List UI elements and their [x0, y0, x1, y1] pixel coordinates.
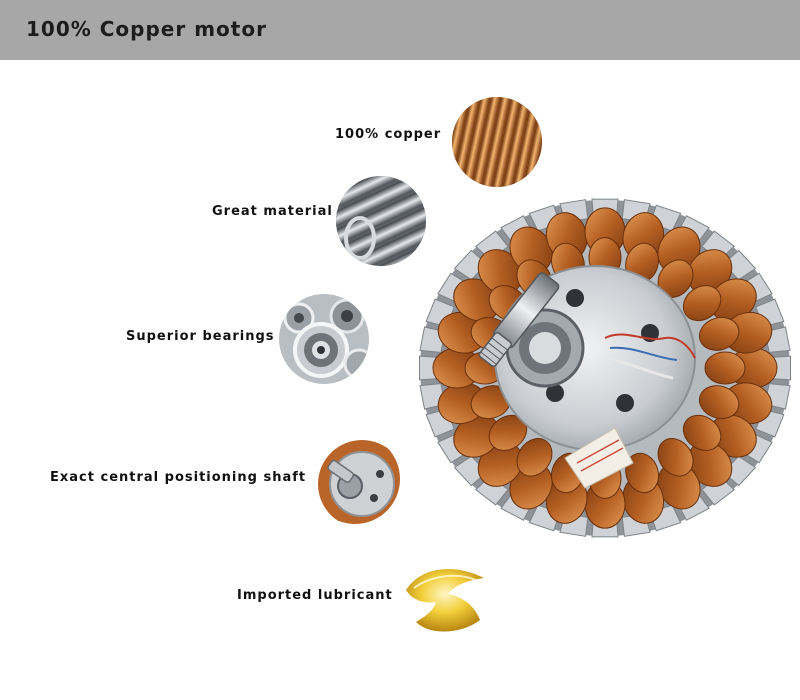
feature-label-bearings: Superior bearings: [126, 329, 275, 344]
inner-copper-coil: [704, 351, 746, 385]
inner-copper-coil: [682, 414, 722, 451]
inner-copper-coil: [625, 452, 660, 494]
feature-label-copper: 100% copper: [335, 127, 442, 142]
inner-copper-coil: [657, 438, 694, 477]
feature-label-shaft: Exact central positioning shaft: [50, 470, 307, 485]
inner-copper-coil: [682, 285, 722, 322]
stator-tooth: [722, 249, 757, 281]
feature-label-lubricant: Imported lubricant: [237, 588, 393, 603]
motor-stator-illustration: [405, 188, 800, 548]
motor-shaft-icon: [310, 434, 400, 524]
inner-copper-coil: [698, 385, 740, 420]
page-title: 100% Copper motor: [26, 17, 267, 41]
bearing-icon: [279, 294, 369, 384]
feature-label-material: Great material: [212, 204, 333, 219]
header-bar: 100% Copper motor: [0, 0, 800, 60]
copper-wire-icon: [452, 97, 542, 187]
stator-tooth: [453, 455, 488, 487]
oil-splash-icon: [400, 550, 492, 642]
inner-copper-coil: [516, 438, 553, 477]
inner-copper-coil: [698, 316, 740, 351]
